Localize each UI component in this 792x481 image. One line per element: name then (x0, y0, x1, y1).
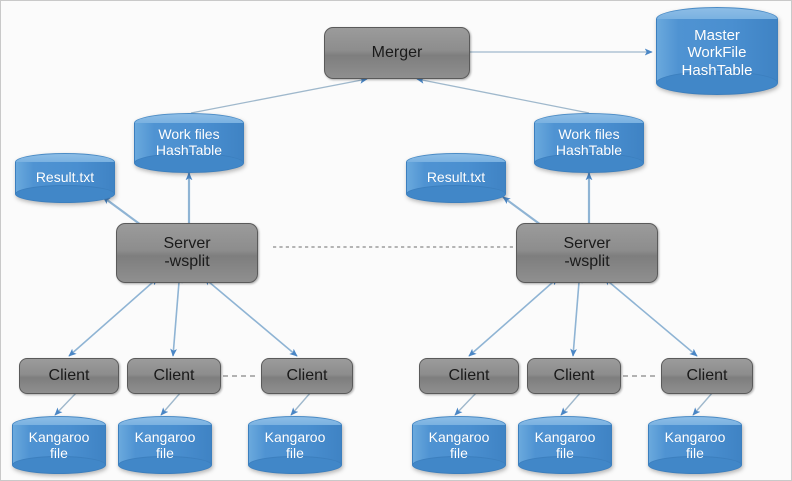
cylinder-bottom (118, 456, 212, 474)
cylinder-bottom (412, 456, 506, 474)
edge-client-l1-to-kangaroo-l1 (54, 391, 78, 416)
cylinder-bottom (648, 456, 742, 474)
edge-workfiles-right-to-merger (416, 77, 590, 114)
cylinder-bottom (12, 456, 106, 474)
node-kangaroo-l1-label: Kangaroo file (28, 429, 90, 462)
node-kangaroo-r3-label: Kangaroo file (664, 429, 726, 462)
node-kangaroo-l1[interactable]: Kangaroo file (12, 416, 106, 474)
cylinder-bottom (15, 185, 115, 203)
node-workfiles-right-label: Work files HashTable (555, 126, 623, 159)
node-client-r3[interactable]: Client (661, 358, 753, 394)
edge-server-right-to-client-r3 (603, 277, 698, 357)
node-kangaroo-r2[interactable]: Kangaroo file (518, 416, 612, 474)
node-master-store-label: Master WorkFile HashTable (681, 27, 753, 79)
node-workfiles-left-label: Work files HashTable (155, 126, 223, 159)
node-workfiles-left[interactable]: Work files HashTable (134, 113, 244, 173)
cylinder-bottom (248, 456, 342, 474)
edge-client-r3-to-kangaroo-r3 (692, 391, 714, 416)
node-workfiles-right[interactable]: Work files HashTable (534, 113, 644, 173)
node-server-left[interactable]: Server -wsplit (116, 223, 258, 283)
node-client-l3[interactable]: Client (261, 358, 353, 394)
edge-client-r2-to-kangaroo-r2 (560, 391, 582, 416)
edge-workfiles-left-to-merger (190, 77, 368, 114)
node-kangaroo-l3[interactable]: Kangaroo file (248, 416, 342, 474)
edge-client-l2-to-kangaroo-l2 (160, 391, 182, 416)
node-kangaroo-r3[interactable]: Kangaroo file (648, 416, 742, 474)
edge-server-left-to-client-l1 (68, 277, 159, 357)
edge-server-right-to-result-right (502, 196, 542, 226)
node-merger[interactable]: Merger (324, 27, 470, 79)
node-result-right-label: Result.txt (426, 169, 486, 185)
edge-server-right-to-client-r2 (570, 275, 583, 357)
node-client-l1[interactable]: Client (19, 358, 119, 394)
node-kangaroo-l2[interactable]: Kangaroo file (118, 416, 212, 474)
node-result-right[interactable]: Result.txt (406, 153, 506, 203)
node-kangaroo-l2-label: Kangaroo file (134, 429, 196, 462)
edge-server-left-to-client-l2 (170, 275, 183, 357)
edge-server-left-to-client-l3 (203, 277, 298, 357)
node-server-right[interactable]: Server -wsplit (516, 223, 658, 283)
cylinder-bottom (656, 71, 778, 95)
node-kangaroo-r2-label: Kangaroo file (534, 429, 596, 462)
node-client-r1[interactable]: Client (419, 358, 519, 394)
node-result-left-label: Result.txt (35, 169, 95, 185)
node-client-l2[interactable]: Client (127, 358, 221, 394)
node-kangaroo-l3-label: Kangaroo file (264, 429, 326, 462)
node-master-store[interactable]: Master WorkFile HashTable (656, 7, 778, 95)
node-result-left[interactable]: Result.txt (15, 153, 115, 203)
edge-server-left-to-result-left (102, 196, 142, 226)
cylinder-bottom (406, 185, 506, 203)
cylinder-bottom (518, 456, 612, 474)
edge-client-l3-to-kangaroo-l3 (290, 391, 312, 416)
edge-client-r1-to-kangaroo-r1 (454, 391, 478, 416)
node-kangaroo-r1-label: Kangaroo file (428, 429, 490, 462)
edge-server-right-to-client-r1 (468, 277, 559, 357)
node-kangaroo-r1[interactable]: Kangaroo file (412, 416, 506, 474)
node-client-r2[interactable]: Client (527, 358, 621, 394)
